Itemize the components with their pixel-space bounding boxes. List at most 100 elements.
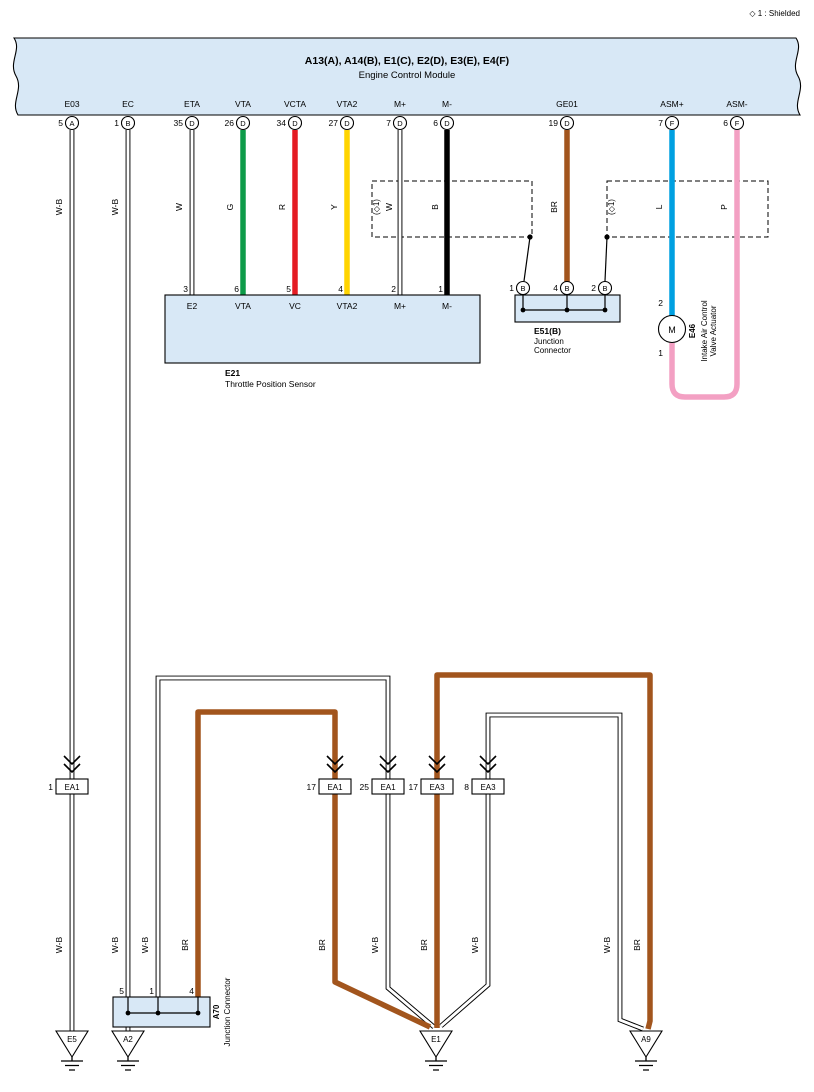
- ground-triangle-a9: [629, 1030, 663, 1059]
- ground-symbol-a9: [635, 1057, 657, 1071]
- wire-label-mminus: B: [430, 204, 440, 210]
- pin-letter-mminus: D: [444, 119, 450, 128]
- a70-bus-dot-4: [195, 1010, 201, 1016]
- e51-pin-num-4: 4: [553, 283, 558, 293]
- pin-signal-ec: EC: [122, 99, 134, 109]
- pin-signal-ge01: GE01: [556, 99, 578, 109]
- connector-code-ea3-8: EA3: [480, 783, 496, 792]
- e21-pin-label-vc: VC: [289, 301, 301, 311]
- wire-asmminus-pink: [669, 130, 740, 400]
- a70-bus: [127, 997, 199, 1014]
- connector-code-ea1-25: EA1: [380, 783, 396, 792]
- ground-symbol-a2: [117, 1057, 139, 1071]
- shield-drain-right: [604, 236, 608, 282]
- pin-circle-mminus: [439, 115, 455, 131]
- shield-box-left: [371, 180, 533, 238]
- pin-num-eta: 35: [174, 118, 184, 128]
- a70-bus-dot-5: [125, 1010, 131, 1016]
- connector-box-ea1-1: [55, 778, 89, 795]
- e21-pin-label-mminus: M-: [442, 301, 452, 311]
- pin-circle-vcta: [287, 115, 303, 131]
- pin-num-vta2: 27: [329, 118, 339, 128]
- bottom-label-3: BR: [180, 939, 190, 951]
- connector-num-ea3-17: 17: [409, 782, 419, 792]
- wire-ea3-strap-brown: [434, 672, 653, 1030]
- pin-circle-mplus: [392, 115, 408, 131]
- inline-connectors: EA1 1 EA1 17 EA1 25 EA3 17 EA3 8: [48, 755, 505, 795]
- e21-pin-label-e2: E2: [187, 301, 198, 311]
- pin-letter-vta2: D: [344, 119, 350, 128]
- wire-label-eta: W: [174, 203, 184, 211]
- connector-chevron-ea1-17: [326, 755, 344, 774]
- pin-letter-vta: D: [240, 119, 246, 128]
- pin-signal-asmplus: ASM+: [660, 99, 683, 109]
- e21-pin-label-vta: VTA: [235, 301, 251, 311]
- e21-pin-num-mminus: 1: [438, 284, 443, 294]
- bottom-label-5: W-B: [370, 936, 380, 953]
- e51-desc-2: Connector: [534, 346, 571, 355]
- a70-name: A70: [212, 1004, 221, 1019]
- connector-code-ea1-17: EA1: [327, 783, 343, 792]
- pin-signal-mplus: M+: [394, 99, 406, 109]
- pin-signal-asmminus: ASM-: [726, 99, 747, 109]
- ecm-title: A13(A), A14(B), E1(C), E2(D), E3(E), E4(…: [305, 55, 509, 67]
- pin-letter-ge01: D: [564, 119, 570, 128]
- e46-motor-circle: [657, 314, 687, 344]
- pin-num-ge01: 19: [549, 118, 559, 128]
- e46-name: E46: [688, 323, 697, 338]
- e51-pin-circle-1: [515, 280, 531, 296]
- pin-letter-asmplus: F: [670, 119, 675, 128]
- e51-pin-num-2: 2: [591, 283, 596, 293]
- wire-label-asmminus: P: [719, 204, 729, 210]
- bottom-label-2: W-B: [140, 936, 150, 953]
- pin-letter-e03: A: [69, 119, 74, 128]
- pin-num-ec: 1: [114, 118, 119, 128]
- wire-label-vta: G: [225, 204, 235, 211]
- pin-signal-mminus: M-: [442, 99, 452, 109]
- pin-signal-vta2: VTA2: [337, 99, 358, 109]
- wires: [69, 130, 740, 1032]
- shield-drains: [523, 234, 610, 282]
- ground-e5: E5: [55, 1030, 89, 1071]
- connector-num-ea1-25: 25: [360, 782, 370, 792]
- pin-num-asmplus: 7: [658, 118, 663, 128]
- pin-letter-vcta: D: [292, 119, 298, 128]
- e21-box: [164, 294, 481, 364]
- wire-label-mplus: W: [384, 203, 394, 211]
- e21-pin-num-vc: 5: [286, 284, 291, 294]
- pin-circle-asmminus: [729, 115, 745, 131]
- connector-chevron-ea1-1: [63, 755, 81, 774]
- wire-a70-ea1-wb: [156, 676, 435, 1029]
- pin-num-mminus: 6: [433, 118, 438, 128]
- e51-bus: [522, 295, 606, 311]
- e21-pin-label-vta2: VTA2: [337, 301, 358, 311]
- wire-a70-ea1-brown: [195, 709, 432, 1030]
- wire-label-ec: W-B: [110, 198, 120, 215]
- pin-circle-vta2: [339, 115, 355, 131]
- e46-motor-label: M: [668, 325, 676, 335]
- ecm-subtitle: Engine Control Module: [359, 70, 456, 81]
- e51-pin-letter-1: B: [520, 284, 525, 293]
- connector-code-ea1-1: EA1: [64, 783, 80, 792]
- wire-label-ge01: BR: [549, 201, 559, 213]
- connector-num-ea1-17: 17: [307, 782, 317, 792]
- e51-pin-circle-4: [559, 280, 575, 296]
- a70-pin-num-1: 1: [149, 986, 154, 996]
- a70-pin-num-5: 5: [119, 986, 124, 996]
- ground-triangle-a2: [111, 1030, 145, 1059]
- bottom-label-7: W-B: [470, 936, 480, 953]
- shield-drain-dot-right: [604, 234, 610, 240]
- wire-label-asmplus: L: [654, 204, 664, 209]
- connector-box-ea3-8: [471, 778, 505, 795]
- pin-circle-asmplus: [664, 115, 680, 131]
- pin-letter-asmminus: F: [735, 119, 740, 128]
- connector-num-ea3-8: 8: [464, 782, 469, 792]
- shield-boxes: (◇1) (◇1): [371, 180, 769, 238]
- component-e46: M 2 1 E46 Intake Air Control Valve Actua…: [657, 298, 718, 362]
- ground-a2: A2: [111, 1030, 145, 1071]
- ground-symbol-e1: [425, 1057, 447, 1071]
- wire-label-e03: W-B: [54, 198, 64, 215]
- e51-bus-dot-2: [602, 307, 608, 313]
